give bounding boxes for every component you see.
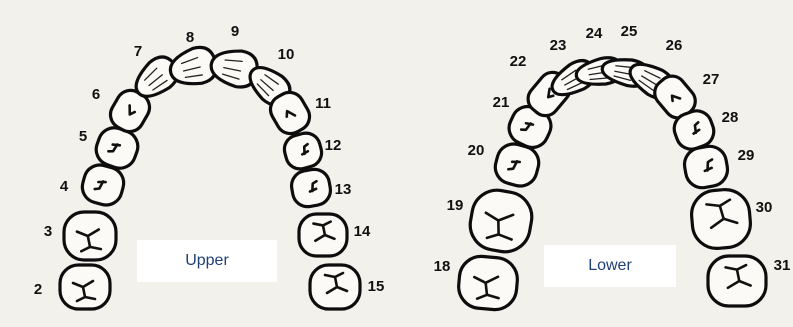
tooth-crown — [281, 130, 325, 172]
tooth-number-11: 11 — [315, 95, 331, 112]
tooth-number-20: 20 — [468, 142, 485, 159]
tooth-2 — [60, 265, 110, 309]
tooth-number-3: 3 — [44, 223, 52, 240]
tooth-number-23: 23 — [550, 37, 567, 54]
tooth-number-15: 15 — [368, 278, 385, 295]
tooth-number-5: 5 — [79, 128, 87, 145]
tooth-15 — [310, 265, 360, 309]
tooth-number-28: 28 — [722, 109, 739, 126]
tooth-crown — [690, 188, 753, 251]
tooth-crown — [682, 144, 730, 191]
tooth-number-18: 18 — [434, 258, 451, 275]
tooth-number-30: 30 — [756, 199, 773, 216]
tooth-19 — [466, 186, 536, 256]
tooth-number-21: 21 — [493, 94, 510, 111]
tooth-14 — [299, 214, 347, 256]
tooth-number-10: 10 — [278, 46, 295, 63]
tooth-number-19: 19 — [447, 197, 464, 214]
lower-arch-label: Lower — [544, 245, 676, 287]
tooth-30 — [690, 188, 753, 251]
tooth-3 — [64, 212, 116, 260]
tooth-number-13: 13 — [335, 181, 352, 198]
tooth-12 — [281, 130, 325, 172]
tooth-number-24: 24 — [586, 25, 603, 42]
tooth-number-29: 29 — [738, 147, 755, 164]
tooth-number-9: 9 — [231, 23, 239, 40]
tooth-number-25: 25 — [621, 23, 638, 40]
tooth-crown — [466, 186, 536, 256]
tooth-number-14: 14 — [354, 223, 371, 240]
tooth-number-2: 2 — [34, 281, 42, 298]
tooth-number-4: 4 — [60, 178, 69, 195]
tooth-13 — [289, 167, 333, 209]
upper-arch-label: Upper — [137, 240, 277, 282]
tooth-crown — [289, 167, 333, 209]
tooth-number-22: 22 — [510, 53, 527, 70]
tooth-number-7: 7 — [134, 43, 142, 60]
tooth-29 — [682, 144, 730, 191]
tooth-number-26: 26 — [666, 37, 683, 54]
tooth-18 — [457, 255, 519, 312]
tooth-number-6: 6 — [92, 86, 100, 103]
tooth-31 — [708, 256, 766, 306]
tooth-number-12: 12 — [325, 137, 342, 154]
tooth-number-27: 27 — [703, 71, 720, 88]
tooth-number-8: 8 — [186, 29, 194, 46]
tooth-number-31: 31 — [774, 257, 791, 274]
